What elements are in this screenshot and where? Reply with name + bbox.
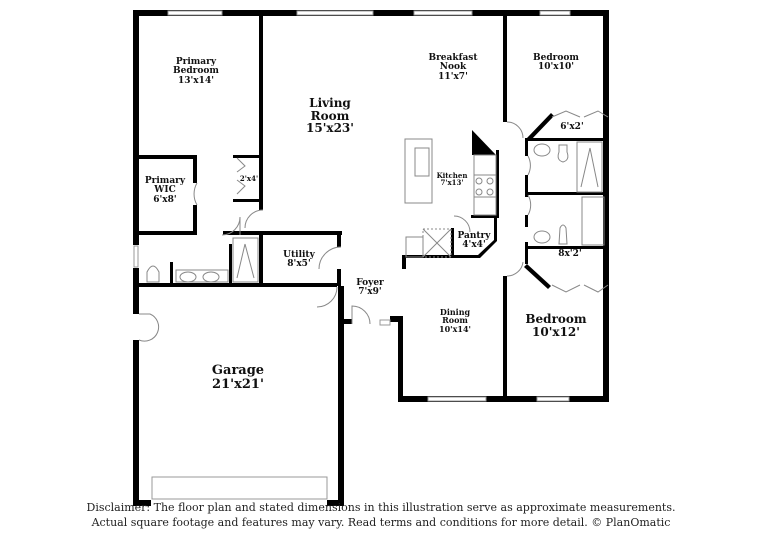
room-size: 2'x4' [239,174,259,183]
room-label-garage: Garage 21'x21' [212,364,264,391]
room-label-closet-8x2: 8x'2' [558,249,582,259]
room-name: Primary [144,176,186,186]
room-size: 8'x5' [287,259,311,270]
room-label-dining-room: Dining Room 10'x14' [439,307,471,334]
room-label-pantry: Pantry 4'x4' [457,231,491,251]
room-label-living-room: Living Room 15'x23' [306,97,354,135]
room-size: 4'x4' [462,240,486,251]
room-size: 8x'2' [558,249,582,259]
room-label-foyer: Foyer 7'x9' [356,278,384,298]
room-name: Primary [175,57,217,67]
room-size: 10'x10' [538,62,574,73]
room-name: Living [309,96,351,110]
room-size: 7'x13' [440,178,464,188]
room-label-primary-wic: Primary WIC 6'x8' [144,176,186,205]
room-size: 10'x12' [532,324,580,339]
room-name: WIC [154,185,176,196]
disclaimer: Disclaimer: The floor plan and stated di… [0,500,762,530]
room-label-breakfast-nook: Breakfast Nook 11'x7' [428,53,478,82]
room-label-closet-6x2: 6'x2' [560,122,584,132]
room-label-utility: Utility 8'x5' [283,250,315,270]
room-name: Bedroom [533,53,579,63]
room-label-closet-2x4: 2'x4' [239,174,259,183]
room-size: 6'x2' [560,122,584,132]
disclaimer-line-2: Actual square footage and features may v… [91,516,671,529]
room-name: Foyer [356,278,384,288]
room-label-kitchen: Kitchen 7'x13' [437,172,468,187]
room-name: Utility [283,250,315,260]
room-size: 7'x9' [358,287,382,298]
room-name: Nook [439,62,467,73]
room-label-primary-bedroom: Primary Bedroom 13'x14' [173,57,219,86]
disclaimer-line-1: Disclaimer: The floor plan and stated di… [86,501,676,514]
room-name: Kitchen [436,171,468,180]
room-size: 13'x14' [178,75,214,86]
room-name: Breakfast [428,53,478,63]
room-name: Bedroom [173,66,219,77]
room-size: 6'x8' [153,194,177,205]
room-name: Garage [211,363,265,378]
windows [133,10,571,500]
room-name: Room [310,108,350,123]
room-size: 21'x21' [212,376,264,392]
room-size: 15'x23' [306,121,354,136]
room-name: Pantry [457,231,491,241]
room-size: 10'x14' [439,323,471,334]
room-name: Room [442,315,468,326]
fixtures [138,110,609,342]
room-name: Bedroom [525,312,587,326]
room-name: Dining [439,307,471,317]
room-label-bedroom-2: Bedroom 10'x10' [533,53,579,73]
room-size: 11'x7' [438,71,468,82]
room-label-bedroom-3: Bedroom 10'x12' [525,313,586,338]
